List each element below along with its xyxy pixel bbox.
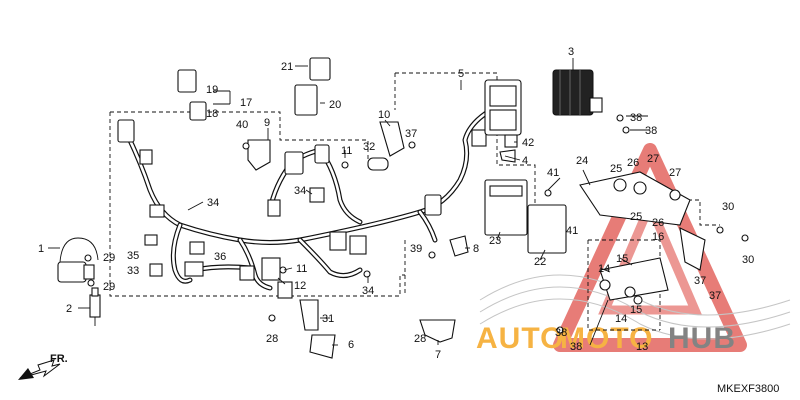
callout-38-d: 38 (570, 341, 582, 353)
callout-34-c: 34 (362, 285, 374, 297)
callout-37-c: 37 (709, 290, 721, 302)
callout-25-b: 25 (630, 211, 642, 223)
callout-14-a: 14 (598, 263, 610, 275)
watermark-part3: HUB (668, 322, 736, 355)
callout-1: 1 (38, 243, 44, 255)
front-direction-indicator: FR. (18, 353, 68, 380)
group-outlines (109, 72, 720, 331)
callout-21: 21 (281, 61, 293, 73)
callout-27-b: 27 (669, 167, 681, 179)
watermark-part1: AUTO (476, 322, 564, 355)
callout-38-b: 38 (645, 125, 657, 137)
callout-4: 4 (522, 155, 528, 167)
callout-17: 17 (240, 97, 252, 109)
callout-35: 35 (127, 250, 139, 262)
callout-13: 13 (636, 341, 648, 353)
callout-19: 19 (206, 84, 218, 96)
callout-41-a: 41 (547, 167, 559, 179)
callout-26-b: 26 (652, 217, 664, 229)
callout-30-a: 30 (722, 201, 734, 213)
callout-30-b: 30 (742, 254, 754, 266)
callout-18: 18 (206, 108, 218, 120)
callout-24: 24 (576, 155, 588, 167)
callout-41-b: 41 (566, 225, 578, 237)
callout-6: 6 (348, 339, 354, 351)
callout-20: 20 (329, 99, 341, 111)
callout-10: 10 (378, 109, 390, 121)
callout-34-a: 34 (207, 197, 219, 209)
callout-22: 22 (534, 256, 546, 268)
callout-2: 2 (66, 303, 72, 315)
watermark-part2: MOTO (560, 322, 653, 355)
callout-39: 39 (410, 243, 422, 255)
callout-27-a: 27 (647, 153, 659, 165)
callout-42: 42 (522, 137, 534, 149)
callout-33: 33 (127, 265, 139, 277)
callout-32: 32 (363, 141, 375, 153)
callout-37-b: 37 (694, 275, 706, 287)
callout-16: 16 (652, 231, 664, 243)
callout-14-b: 14 (615, 313, 627, 325)
callout-29-b: 29 (103, 281, 115, 293)
front-direction-label: FR. (50, 353, 68, 365)
callout-5: 5 (458, 68, 464, 80)
callout-11-a: 11 (341, 145, 352, 157)
callout-15-a: 15 (616, 253, 628, 265)
callout-37-a: 37 (405, 128, 417, 140)
callout-25-a: 25 (610, 163, 622, 175)
wire-harness (117, 79, 522, 291)
callout-38-a: 38 (630, 112, 642, 124)
callout-23: 23 (489, 235, 501, 247)
callout-11-b: 11 (296, 263, 307, 275)
callout-3: 3 (568, 46, 574, 58)
callout-29-a: 29 (103, 252, 115, 264)
callout-7: 7 (435, 349, 441, 361)
callout-28-a: 28 (266, 333, 278, 345)
leader-lines (48, 58, 648, 346)
diagram-code: MKEXF3800 (717, 383, 779, 395)
callout-12: 12 (294, 280, 306, 292)
parts (57, 57, 749, 359)
callout-34-b: 34 (294, 185, 306, 197)
callout-28-b: 28 (414, 333, 426, 345)
callout-15-b: 15 (630, 304, 642, 316)
callout-36: 36 (214, 251, 226, 263)
callout-9: 9 (264, 117, 270, 129)
callout-8: 8 (473, 243, 479, 255)
callout-31: 31 (322, 313, 334, 325)
callout-40: 40 (236, 119, 248, 131)
callout-38-c: 38 (555, 327, 567, 339)
callout-labels: 1 2 3 4 5 6 7 8 9 10 11 11 12 13 14 14 1… (38, 46, 754, 361)
callout-26-a: 26 (627, 157, 639, 169)
